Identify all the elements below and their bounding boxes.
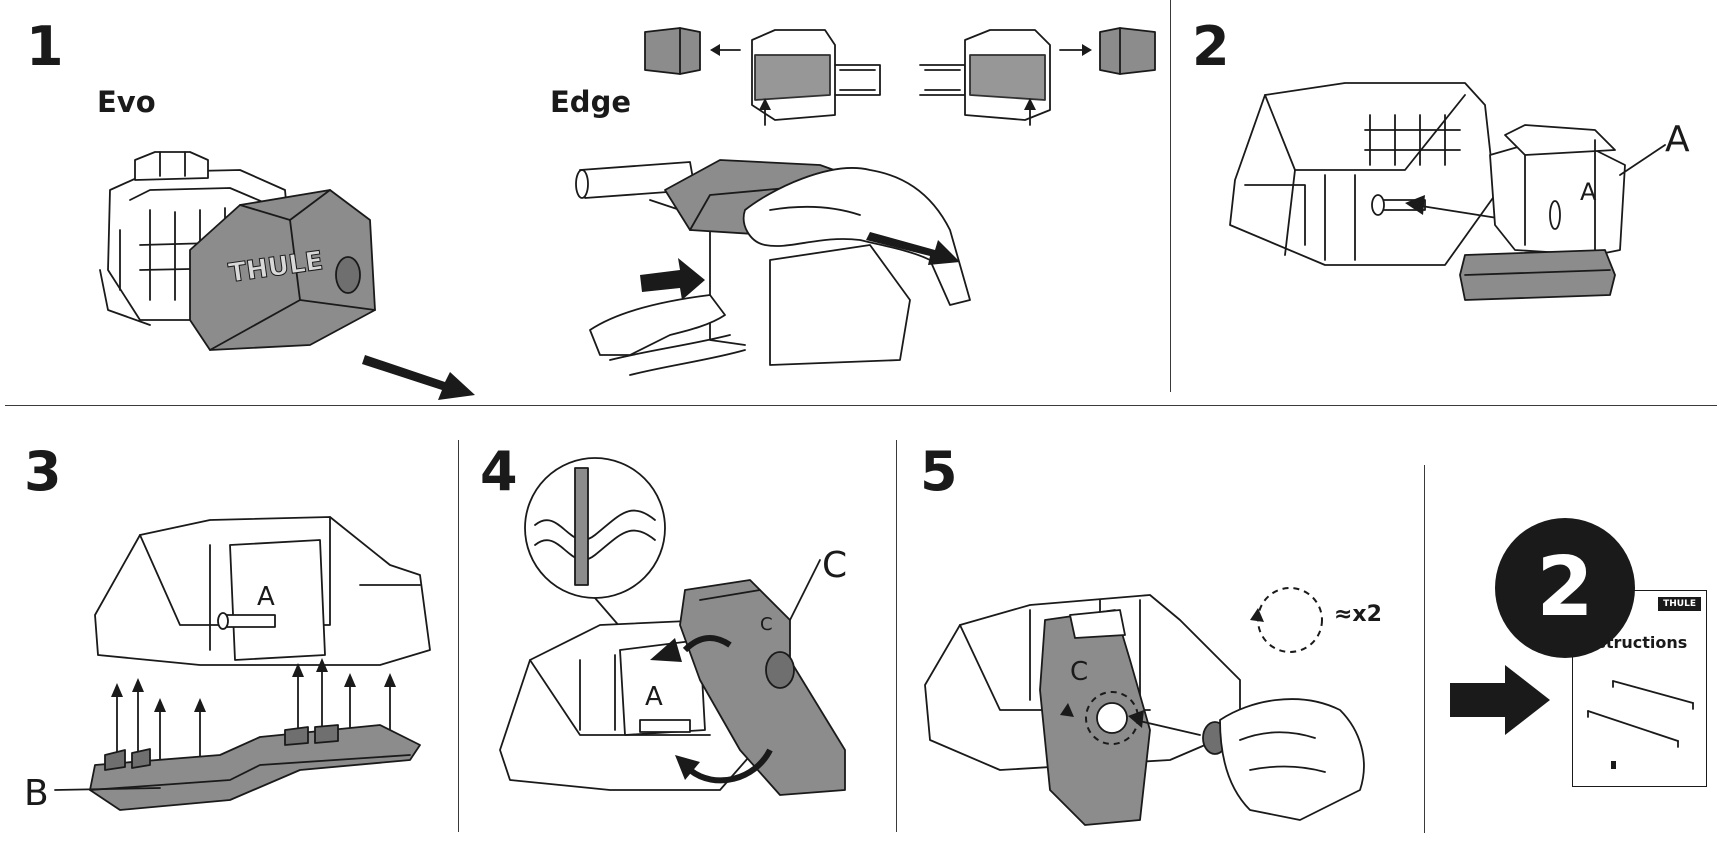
rubber-pad [1459, 249, 1616, 301]
edge-hands-illustration [575, 159, 971, 376]
svg-text:C: C [760, 614, 773, 635]
step3-base-illustration: A [54, 516, 431, 811]
manual-brand-tag: THULE [1658, 597, 1701, 611]
svg-text:A: A [1580, 178, 1597, 206]
edge-label: Edge [550, 85, 631, 119]
step-number-4: 4 [480, 440, 518, 503]
direction-arrow-evo [362, 355, 475, 400]
svg-text:C: C [1070, 657, 1088, 687]
pull-arrow-edge [866, 232, 960, 265]
next-step-arrow [1450, 665, 1550, 735]
step4-cover-illustration: A C [499, 457, 846, 796]
step-number-2: 2 [1192, 15, 1230, 78]
svg-text:A: A [645, 682, 663, 712]
evo-label: Evo [97, 85, 156, 119]
cover-part-c [679, 579, 846, 796]
times-two-label: ≈x2 [1334, 602, 1382, 627]
divider-step5-next [1424, 465, 1425, 833]
divider-step4-step5 [896, 440, 897, 832]
step-number-5: 5 [920, 440, 958, 503]
manual-number: 2 [1536, 540, 1594, 635]
manual-roofbars-icon [1587, 680, 1694, 769]
callout-a: A [1665, 119, 1690, 160]
step-number-3: 3 [24, 440, 62, 503]
divider-step1-step2 [1170, 0, 1171, 392]
divider-step3-step4 [458, 440, 459, 832]
callout-b: B [24, 773, 49, 814]
edge-cap-removal-diagram [644, 27, 1156, 126]
evo-foot-illustration: THULE [99, 151, 475, 400]
step-number-1: 1 [26, 15, 64, 78]
step2-pad-attach-illustration: A [1229, 82, 1666, 301]
callout-c: C [822, 545, 848, 586]
svg-text:A: A [257, 582, 275, 612]
manual-number-badge: 2 [1495, 518, 1635, 658]
step5-screw-illustration: C [924, 587, 1365, 826]
row-divider [5, 405, 1717, 406]
push-arrow-edge [640, 258, 705, 300]
